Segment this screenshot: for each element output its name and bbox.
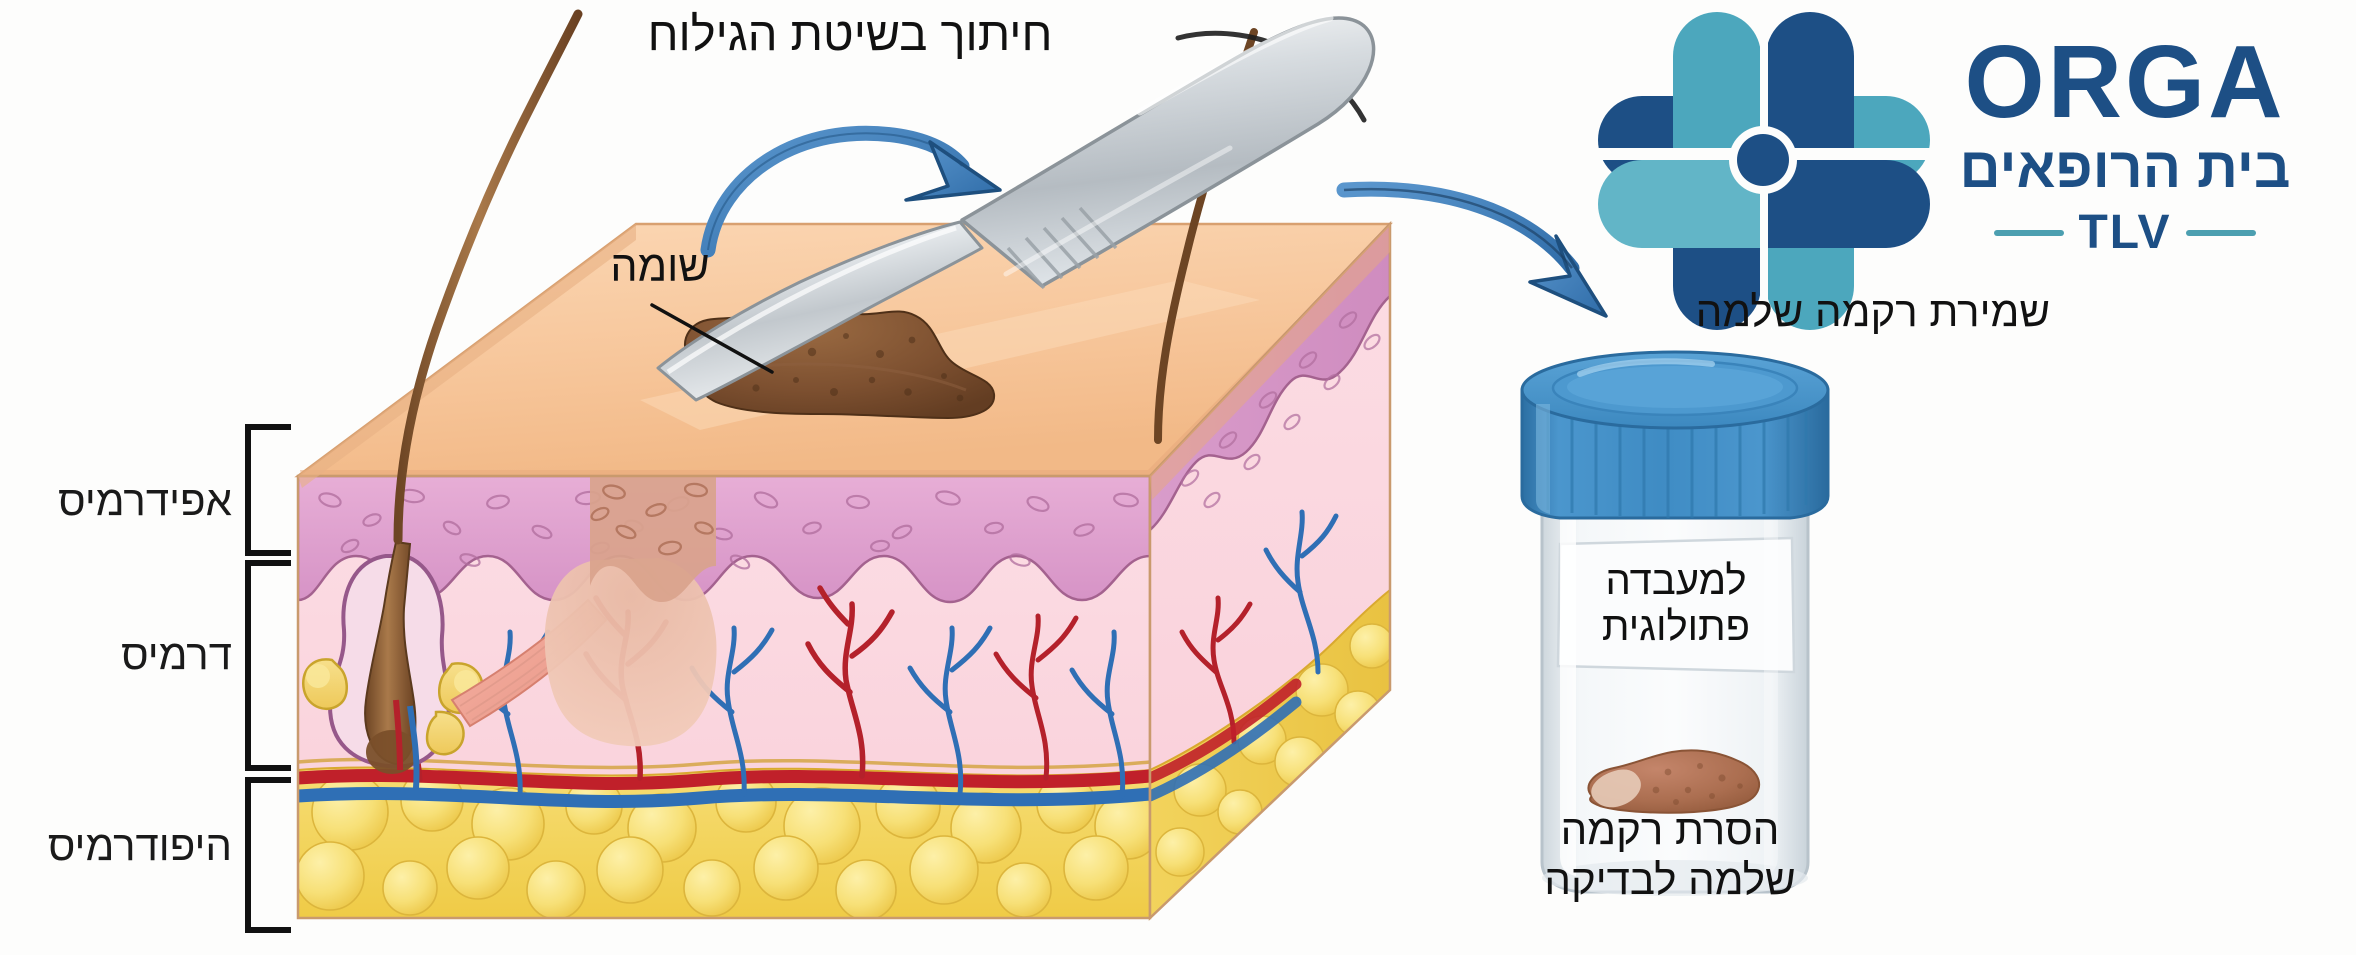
logo-rule-left: [1994, 229, 2065, 236]
hair-follicle: [301, 540, 608, 789]
mole-leader-line: [650, 303, 774, 374]
logo-rule-right: [2185, 229, 2256, 236]
specimen-jar: [1520, 350, 1830, 896]
layer-label-epidermis: אפידרמיס: [58, 477, 232, 524]
caption-line-2: שלמה לבדיקה: [1544, 855, 1796, 903]
logo-locality-row: TLV: [1905, 205, 2345, 260]
jar-label-textbox: למעבדה פתולוגית: [1558, 538, 1794, 670]
skin-block: [294, 220, 1393, 921]
mole-root: [544, 558, 717, 747]
jar-label-content: למעבדה פתולוגית: [1558, 538, 1794, 670]
nevus-nest: [590, 476, 716, 602]
bracket-epidermis: [245, 424, 291, 556]
transfer-to-jar-arrow: [1336, 181, 1608, 318]
skin-front-face: [296, 474, 1152, 920]
jar-label-line-1: למעבדה: [1605, 559, 1747, 603]
sebaceous-gland: [301, 658, 484, 756]
shave-method-arrow: [700, 125, 1002, 258]
fat-globules: [298, 768, 1150, 918]
jar-label-line-2: פתולוגית: [1601, 605, 1751, 649]
orga-logo-mark: [1596, 10, 1932, 330]
logo-subtitle: בית הרופאים: [1959, 136, 2291, 200]
label-mole: שומה: [610, 243, 710, 291]
label-whole-tissue-preserved: שמירת רקמה שלמה: [1695, 288, 2050, 335]
layer-label-hypodermis: היפודרמיס: [47, 822, 232, 869]
title-shave-method: חיתוך בשיטת הגילוח: [647, 7, 1053, 60]
bracket-hypodermis: [245, 777, 291, 933]
layer-label-dermis: דרמיס: [121, 631, 232, 678]
logo-wordmark: ORGA: [1964, 24, 2286, 139]
skin-side-face: [1148, 220, 1392, 921]
deep-vessels: [298, 769, 1150, 808]
bracket-dermis: [245, 560, 291, 771]
layer-brackets: [245, 424, 291, 933]
dermal-vessels-front: [359, 585, 1126, 799]
caption-line-1: הסרת רקמה: [1560, 806, 1780, 853]
logo-locality: TLV: [2078, 206, 2172, 259]
jar-label: [1556, 536, 1796, 674]
